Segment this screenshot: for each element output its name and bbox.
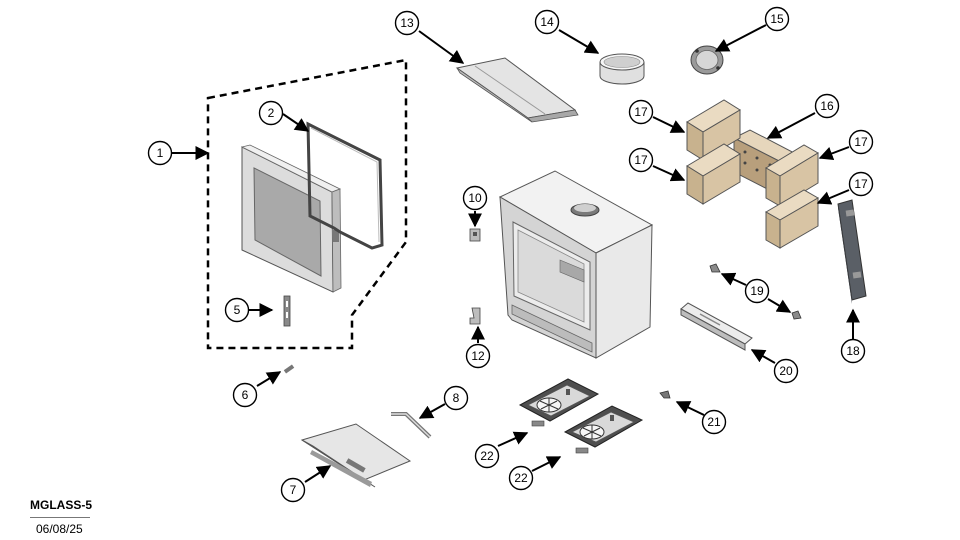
stove-door (240, 144, 342, 293)
hinge-bracket (469, 307, 481, 325)
door-assembly-dashed-outline (206, 58, 408, 350)
firebrick-left-lower (686, 143, 741, 205)
svg-text:13: 13 (400, 16, 414, 30)
svg-text:5: 5 (234, 303, 241, 317)
firebrick-right-lower (764, 189, 820, 249)
svg-text:15: 15 (770, 12, 784, 26)
svg-text:22: 22 (480, 449, 494, 463)
callout-10: 10 (462, 185, 488, 211)
footer-divider (30, 517, 90, 518)
stove-body (498, 170, 654, 359)
svg-text:8: 8 (453, 391, 460, 405)
callout-1: 1 (147, 140, 173, 166)
svg-text:6: 6 (242, 388, 249, 402)
retaining-clip-a (709, 263, 721, 273)
small-fixing (659, 390, 671, 399)
svg-text:18: 18 (846, 344, 860, 358)
firebrick-right-upper (765, 144, 819, 207)
door-latch (283, 295, 291, 327)
callout-5: 5 (224, 297, 250, 323)
svg-text:12: 12 (471, 349, 485, 363)
callout-13: 13 (394, 10, 420, 36)
svg-text:19: 19 (750, 284, 764, 298)
svg-text:17: 17 (634, 153, 648, 167)
baffle-plate (455, 57, 579, 123)
ash-pan (300, 423, 412, 488)
leader-arrows (172, 24, 860, 483)
callout-17b: 17 (628, 147, 654, 173)
bracket-upper (469, 228, 481, 242)
callout-17c: 17 (848, 129, 874, 155)
firebrick-left-upper (686, 99, 741, 161)
flue-collar (599, 53, 645, 85)
side-panel (837, 199, 867, 304)
callout-2: 2 (258, 100, 284, 126)
svg-text:17: 17 (854, 177, 868, 191)
svg-text:2: 2 (268, 106, 275, 120)
grate-assembly-upper (518, 378, 600, 427)
callout-7: 7 (280, 477, 306, 503)
blanking-plate (690, 45, 724, 75)
svg-text:16: 16 (820, 99, 834, 113)
grate-assembly-lower (563, 405, 644, 454)
svg-text:17: 17 (634, 105, 648, 119)
door-rope-seal (306, 121, 384, 250)
svg-text:21: 21 (707, 415, 721, 429)
callout-22a: 22 (474, 443, 500, 469)
callout-8: 8 (443, 385, 469, 411)
svg-text:14: 14 (540, 15, 554, 29)
callout-20: 20 (773, 358, 799, 384)
callout-6: 6 (232, 382, 258, 408)
callout-22b: 22 (508, 465, 534, 491)
svg-text:20: 20 (779, 364, 793, 378)
callout-21: 21 (701, 409, 727, 435)
svg-text:17: 17 (854, 135, 868, 149)
svg-text:7: 7 (290, 483, 297, 497)
callout-17a: 17 (628, 99, 654, 125)
callout-19: 19 (744, 278, 770, 304)
retaining-clip-b (791, 310, 802, 320)
callout-18: 18 (840, 338, 866, 364)
front-rail (680, 302, 753, 351)
callout-12: 12 (465, 343, 491, 369)
svg-text:10: 10 (468, 191, 482, 205)
callout-16: 16 (814, 93, 840, 119)
drawing-code: MGLASS-5 (30, 498, 93, 512)
callout-15: 15 (764, 6, 790, 32)
handle-pin (283, 364, 295, 374)
svg-text:1: 1 (157, 146, 164, 160)
ash-pan-tool (391, 412, 432, 439)
svg-text:22: 22 (514, 471, 528, 485)
drawing-date: 06/08/25 (36, 522, 83, 536)
callout-17d: 17 (848, 171, 874, 197)
callout-14: 14 (534, 9, 560, 35)
